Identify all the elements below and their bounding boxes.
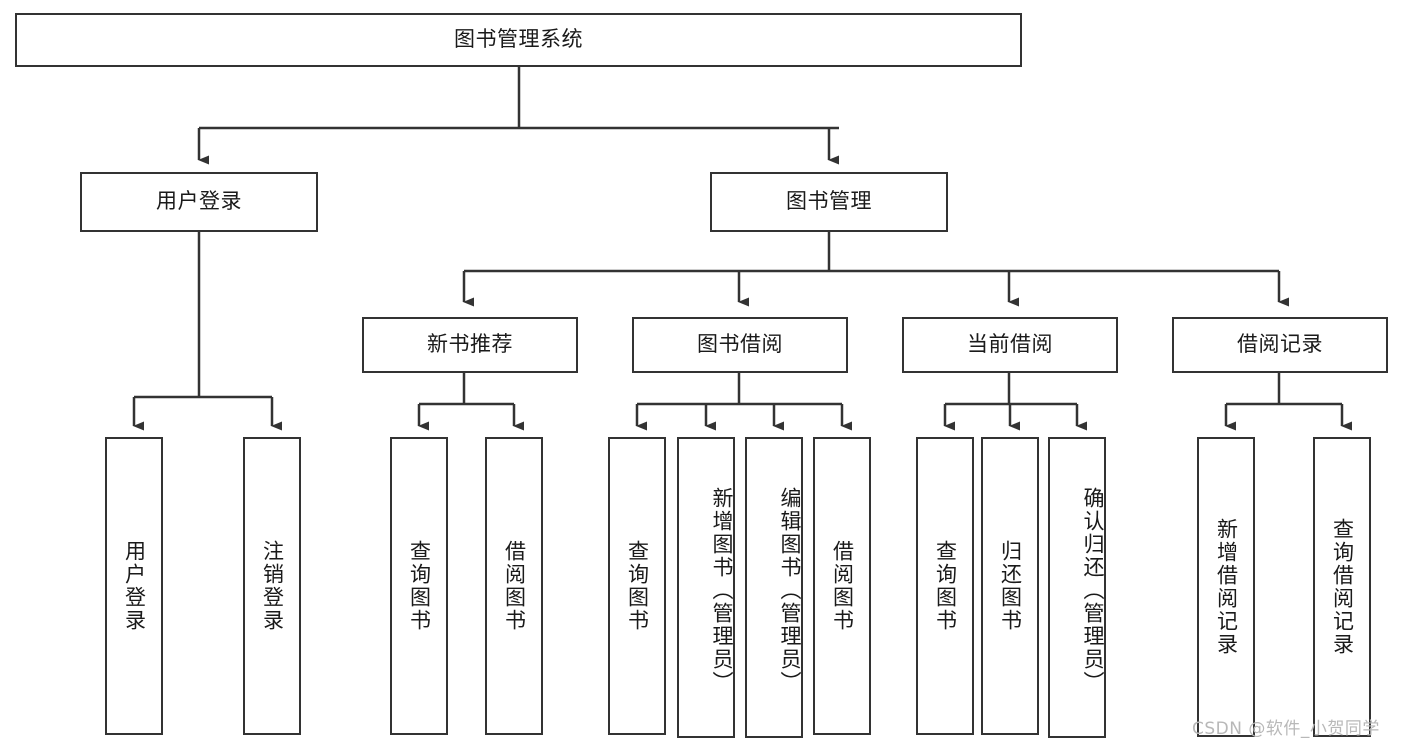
node-current-borrow[interactable]: 当前借阅 bbox=[902, 317, 1118, 373]
node-label: 查询图书 bbox=[407, 540, 432, 632]
node-label: 新书推荐 bbox=[427, 332, 513, 357]
node-new-book-recommend[interactable]: 新书推荐 bbox=[362, 317, 578, 373]
node-leaf-query-borrow-record[interactable]: 查询借阅记录 bbox=[1313, 437, 1371, 737]
node-leaf-borrow-book-recommend[interactable]: 借阅图书 bbox=[485, 437, 543, 735]
node-user-login[interactable]: 用户登录 bbox=[80, 172, 318, 232]
node-label: 新增借阅记录 bbox=[1214, 518, 1239, 656]
node-leaf-return-book[interactable]: 归还图书 bbox=[981, 437, 1039, 735]
node-leaf-add-book-admin[interactable]: 新增图书（管理员） bbox=[677, 437, 735, 738]
node-leaf-query-book-current[interactable]: 查询图书 bbox=[916, 437, 974, 735]
node-label: 查询图书 bbox=[625, 540, 650, 632]
node-leaf-query-book-recommend[interactable]: 查询图书 bbox=[390, 437, 448, 735]
node-label: 注销登录 bbox=[260, 540, 285, 632]
node-label: 图书借阅 bbox=[697, 332, 783, 357]
node-label: 归还图书 bbox=[998, 540, 1023, 632]
node-leaf-borrow-book[interactable]: 借阅图书 bbox=[813, 437, 871, 735]
node-leaf-edit-book-admin[interactable]: 编辑图书（管理员） bbox=[745, 437, 803, 738]
node-leaf-add-borrow-record[interactable]: 新增借阅记录 bbox=[1197, 437, 1255, 737]
node-label: 编辑图书（管理员） bbox=[778, 487, 802, 694]
node-label: 查询借阅记录 bbox=[1330, 518, 1355, 656]
node-label: 借阅图书 bbox=[830, 540, 855, 632]
node-borrow-record[interactable]: 借阅记录 bbox=[1172, 317, 1388, 373]
node-book-borrow[interactable]: 图书借阅 bbox=[632, 317, 848, 373]
node-book-management[interactable]: 图书管理 bbox=[710, 172, 948, 232]
node-label: 图书管理系统 bbox=[454, 27, 583, 52]
node-label: 当前借阅 bbox=[967, 332, 1053, 357]
node-label: 新增图书（管理员） bbox=[710, 487, 734, 694]
node-label: 用户登录 bbox=[122, 540, 147, 632]
node-root-book-management-system[interactable]: 图书管理系统 bbox=[15, 13, 1022, 67]
node-label: 查询图书 bbox=[933, 540, 958, 632]
node-label: 借阅记录 bbox=[1237, 332, 1323, 357]
node-leaf-query-book-borrow[interactable]: 查询图书 bbox=[608, 437, 666, 735]
node-label: 用户登录 bbox=[156, 189, 242, 214]
node-leaf-confirm-return-admin[interactable]: 确认归还（管理员） bbox=[1048, 437, 1106, 738]
node-label: 确认归还（管理员） bbox=[1081, 487, 1105, 694]
node-label: 借阅图书 bbox=[502, 540, 527, 632]
node-leaf-logout[interactable]: 注销登录 bbox=[243, 437, 301, 735]
node-leaf-user-login[interactable]: 用户登录 bbox=[105, 437, 163, 735]
node-label: 图书管理 bbox=[786, 189, 872, 214]
